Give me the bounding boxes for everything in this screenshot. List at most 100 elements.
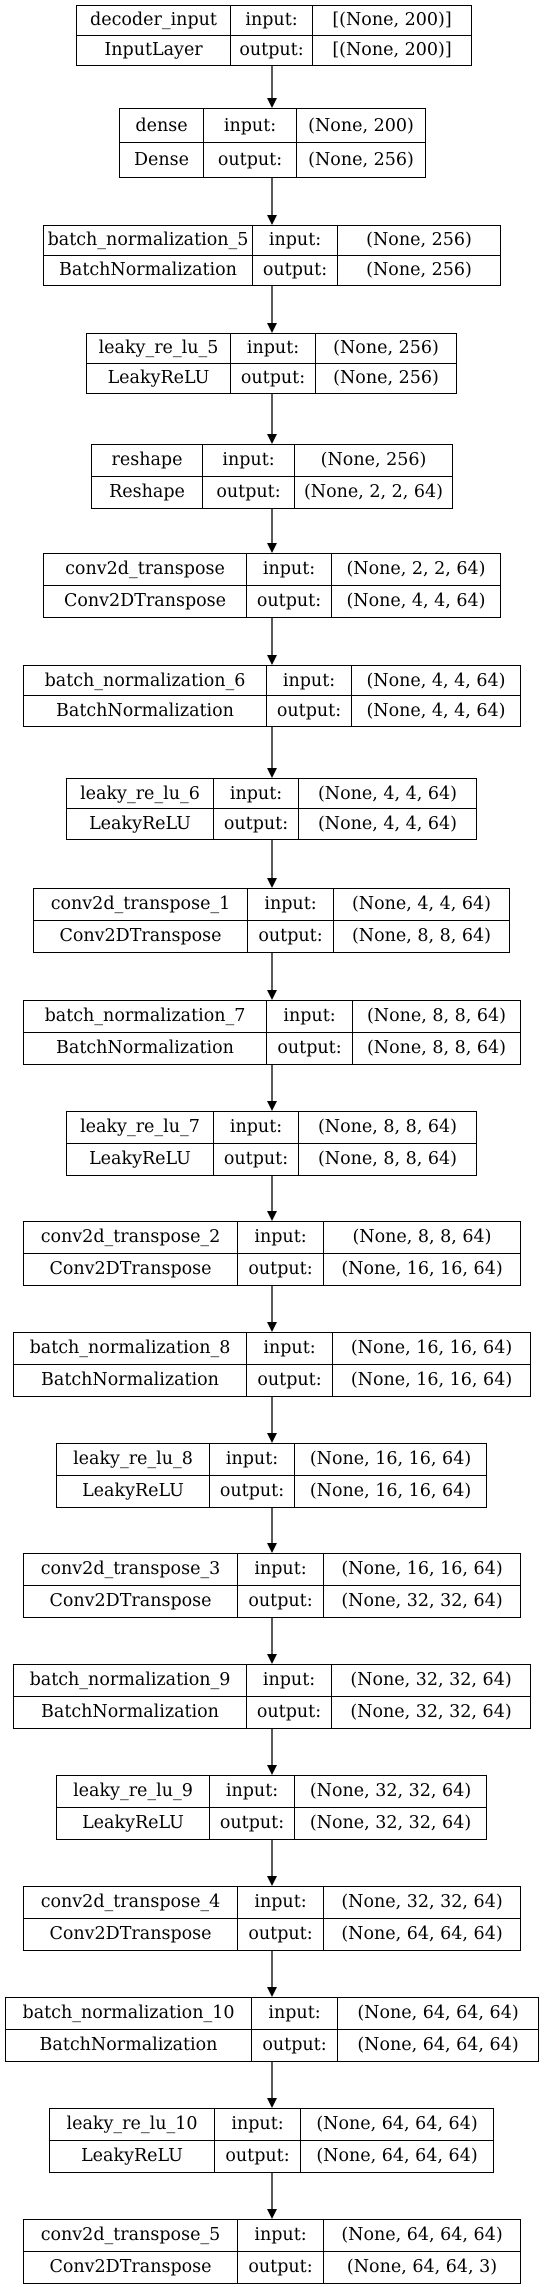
input-shape: (None, 256) bbox=[338, 226, 500, 256]
layer-name: leaky_re_lu_8 bbox=[57, 1444, 210, 1476]
output-shape: (None, 16, 16, 64) bbox=[350, 1370, 513, 1391]
input-label: input: bbox=[267, 1001, 353, 1033]
input-label: input: bbox=[204, 109, 297, 143]
edge-arrowhead bbox=[267, 1876, 277, 1886]
edge-arrowhead bbox=[267, 768, 277, 778]
edge-arrowhead bbox=[267, 990, 277, 1000]
layer-type: Reshape bbox=[92, 476, 203, 508]
layer-name: conv2d_transpose_4 bbox=[24, 1887, 238, 1919]
output-label: output: bbox=[204, 143, 297, 177]
output-label: output: bbox=[238, 1585, 324, 1617]
output-shape: [(None, 200)] bbox=[332, 40, 452, 61]
output-label: output: bbox=[231, 35, 313, 65]
output-shape: (None, 64, 64, 64) bbox=[357, 2035, 519, 2056]
input-label: input: bbox=[203, 445, 295, 477]
input-label: input: bbox=[231, 334, 316, 364]
input-label: input: bbox=[238, 1554, 324, 1586]
input-label: input: bbox=[252, 1998, 338, 2030]
layer-name: batch_normalization_5 bbox=[44, 226, 253, 256]
input-shape: (None, 16, 16, 64) bbox=[295, 1444, 486, 1476]
edge-arrowhead bbox=[267, 1433, 277, 1443]
input-label: input: bbox=[214, 1112, 299, 1144]
layer-name: batch_normalization_9 bbox=[14, 1665, 247, 1697]
input-label: input: bbox=[210, 1444, 295, 1476]
layer-type: Dense bbox=[120, 143, 204, 177]
layer-type: Conv2DTranspose bbox=[34, 920, 248, 952]
output-shape: (None, 64, 64, 3) bbox=[346, 2257, 498, 2278]
input-shape: (None, 2, 2, 64) bbox=[332, 554, 500, 586]
edge-arrowhead bbox=[267, 1987, 277, 1997]
layer-type: Conv2DTranspose bbox=[24, 1585, 238, 1617]
input-label: input: bbox=[247, 554, 332, 586]
layer-name: decoder_input bbox=[77, 6, 231, 36]
layer-name: conv2d_transpose_1 bbox=[34, 889, 248, 921]
input-shape: (None, 64, 64, 64) bbox=[338, 1998, 538, 2030]
input-shape: (None, 64, 64, 64) bbox=[301, 2109, 493, 2141]
output-label: output: bbox=[231, 363, 316, 393]
edge-arrowhead bbox=[267, 543, 277, 553]
layer-type: BatchNormalization bbox=[6, 2029, 252, 2061]
output-shape: (None, 32, 32, 64) bbox=[341, 1591, 503, 1612]
layer-type: LeakyReLU bbox=[87, 363, 231, 393]
input-label: input: bbox=[215, 2109, 301, 2141]
input-shape: (None, 4, 4, 64) bbox=[334, 889, 509, 921]
input-label: input: bbox=[231, 6, 313, 36]
input-label: input: bbox=[253, 226, 338, 256]
input-shape: (None, 4, 4, 64) bbox=[299, 779, 476, 809]
edge-arrowhead bbox=[267, 1101, 277, 1111]
layer-type: BatchNormalization bbox=[24, 1032, 267, 1064]
output-label: output: bbox=[214, 1143, 299, 1175]
input-shape: (None, 16, 16, 64) bbox=[324, 1554, 520, 1586]
layer-name: leaky_re_lu_5 bbox=[87, 334, 231, 364]
layer-type: BatchNormalization bbox=[14, 1364, 247, 1396]
input-shape: (None, 64, 64, 64) bbox=[324, 2220, 520, 2252]
input-shape: (None, 32, 32, 64) bbox=[324, 1887, 520, 1919]
input-shape: (None, 32, 32, 64) bbox=[332, 1665, 530, 1697]
output-shape: (None, 64, 64, 64) bbox=[316, 2146, 478, 2167]
output-label: output: bbox=[267, 696, 352, 726]
input-label: input: bbox=[210, 1776, 295, 1808]
input-shape: [(None, 200)] bbox=[313, 6, 471, 36]
output-label: output: bbox=[203, 476, 295, 508]
input-shape: (None, 8, 8, 64) bbox=[299, 1112, 476, 1144]
layer-type: LeakyReLU bbox=[50, 2140, 215, 2172]
layer-name: conv2d_transpose bbox=[44, 554, 247, 586]
input-label: input: bbox=[238, 2220, 324, 2252]
output-shape: (None, 32, 32, 64) bbox=[350, 1702, 512, 1723]
input-label: input: bbox=[247, 1665, 332, 1697]
output-label: output: bbox=[238, 1918, 324, 1950]
output-shape: (None, 64, 64, 64) bbox=[341, 1924, 503, 1945]
input-shape: (None, 256) bbox=[295, 445, 452, 477]
edge-arrowhead bbox=[267, 1765, 277, 1775]
layer-type: Conv2DTranspose bbox=[24, 1918, 238, 1950]
layer-name: batch_normalization_10 bbox=[6, 1998, 252, 2030]
edge-arrowhead bbox=[267, 2098, 277, 2108]
output-shape: (None, 256) bbox=[308, 150, 414, 170]
edge-arrowhead bbox=[267, 1322, 277, 1332]
edge-arrowhead bbox=[267, 434, 277, 444]
input-shape: (None, 8, 8, 64) bbox=[324, 1222, 520, 1254]
layer-name: dense bbox=[120, 109, 204, 143]
input-label: input: bbox=[248, 889, 334, 921]
layer-name: leaky_re_lu_6 bbox=[67, 779, 214, 809]
output-shape: (None, 256) bbox=[366, 260, 472, 281]
layer-name: conv2d_transpose_5 bbox=[24, 2220, 238, 2252]
edge-arrowhead bbox=[267, 655, 277, 665]
input-shape: (None, 8, 8, 64) bbox=[353, 1001, 520, 1033]
output-shape: (None, 4, 4, 64) bbox=[366, 701, 506, 721]
output-label: output: bbox=[252, 2029, 338, 2061]
layer-type: InputLayer bbox=[77, 35, 231, 65]
output-label: output: bbox=[215, 2140, 301, 2172]
